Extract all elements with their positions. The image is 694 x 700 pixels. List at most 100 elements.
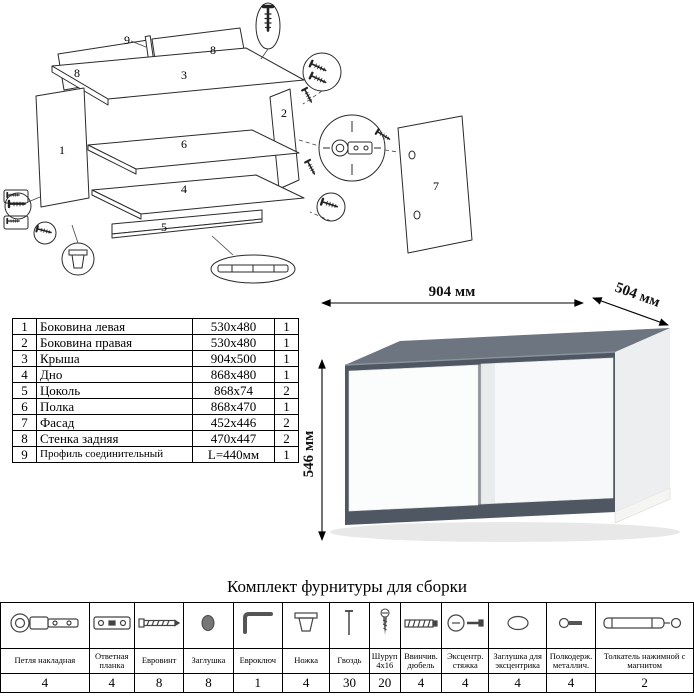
shelf-pin-icon — [545, 602, 597, 649]
hardware-kit-title: Комплект фурнитуры для сборки — [227, 577, 467, 596]
part-size: L=440мм — [192, 446, 275, 463]
part-size: 452x446 — [192, 414, 275, 431]
hw-item-qty: 8 — [183, 673, 234, 693]
label-part-6: 6 — [181, 137, 187, 151]
dimension-arrows — [318, 297, 669, 541]
exploded-view-diagram: 9 8 8 3 2 6 1 4 5 7 — [3, 2, 473, 284]
hinge-hole — [413, 210, 421, 220]
table-row: 3 Крыша 904x500 1 — [12, 350, 299, 367]
label-part-2: 2 — [281, 106, 287, 120]
hw-item-qty: 20 — [368, 673, 401, 693]
nail-icon — [329, 602, 370, 649]
part-name: Профиль соединительный — [36, 446, 193, 463]
profile-detail — [217, 264, 289, 273]
strike-plate-icon — [88, 602, 135, 649]
part-name: Фасад — [36, 414, 193, 431]
part-size: 868x74 — [192, 382, 275, 399]
cabinet-shadow — [330, 522, 680, 542]
part-number: 4 — [12, 366, 37, 383]
screw-dowel-icon — [399, 602, 443, 649]
part-qty: 1 — [274, 334, 299, 351]
hw-item-name: Заглушка — [183, 648, 234, 674]
right-side-panel — [269, 88, 300, 190]
table-row: 9 Профиль соединительный L=440мм 1 — [12, 446, 299, 463]
push-latch-icon — [595, 602, 694, 649]
part-qty: 1 — [274, 446, 299, 463]
table-row: 1 Боковина левая 530x480 1 — [12, 318, 299, 335]
hw-item-name: Полкодерж. металлич. — [545, 648, 597, 674]
hw-item-qty: 8 — [133, 673, 185, 693]
label-part-3: 3 — [181, 68, 187, 82]
part-size: 868x480 — [192, 366, 275, 383]
part-qty: 2 — [274, 430, 299, 447]
part-name: Полка — [36, 398, 193, 415]
part-qty: 1 — [274, 366, 299, 383]
table-row: 7 Фасад 452x446 2 — [12, 414, 299, 431]
leg-icon — [281, 602, 331, 649]
part-qty: 1 — [274, 350, 299, 367]
part-name: Цоколь — [36, 382, 193, 399]
hardware-icons-row — [0, 602, 694, 649]
part-qty: 1 — [274, 318, 299, 335]
width-dimension-label: 904 мм — [429, 284, 476, 300]
part-name: Боковина левая — [36, 318, 193, 335]
hw-item-qty: 4 — [545, 673, 597, 693]
hinge-detail — [323, 121, 381, 175]
screw-icon — [368, 602, 401, 649]
hw-item-name: Толкатель нажимной с магнитом — [595, 648, 694, 674]
hw-item-qty: 4 — [281, 673, 331, 693]
part-number: 9 — [12, 446, 37, 463]
label-part-5: 5 — [161, 220, 167, 234]
hw-item-name: Шуруп 4x16 — [368, 648, 401, 674]
part-labels: 9 8 8 3 2 6 1 4 5 7 — [59, 33, 439, 234]
part-size: 904x500 — [192, 350, 275, 367]
part-size: 530x480 — [192, 334, 275, 351]
part-size: 868x470 — [192, 398, 275, 415]
cap-icon — [183, 602, 234, 649]
hardware-kit-table: Петля накладная Ответная планка Евровинт… — [0, 602, 694, 693]
part-name: Дно — [36, 366, 193, 383]
hw-item-name: Ответная планка — [88, 648, 135, 674]
part-number: 8 — [12, 430, 37, 447]
table-row: 6 Полка 868x470 1 — [12, 398, 299, 415]
part-name: Боковина правая — [36, 334, 193, 351]
parts-table: 1 Боковина левая 530x480 1 2 Боковина пр… — [12, 318, 299, 463]
label-part-4: 4 — [181, 182, 187, 196]
hw-item-name: Ножка — [281, 648, 331, 674]
part-size: 470x447 — [192, 430, 275, 447]
assembled-cabinet-render: 904 мм 504 мм 546 мм — [301, 282, 680, 542]
hardware-qty-row: 4 4 8 8 1 4 30 20 4 4 4 4 2 — [0, 673, 694, 693]
cabinet-right-door — [480, 357, 614, 505]
label-part-1: 1 — [59, 143, 65, 157]
hw-item-name: Заглушка для эксцентрика — [488, 648, 547, 674]
hw-item-qty: 1 — [232, 673, 283, 693]
left-side-panel — [35, 87, 90, 208]
hw-item-qty: 4 — [441, 673, 490, 693]
hw-item-name: Эксцентр. стяжка — [441, 648, 490, 674]
label-part-9: 9 — [124, 33, 130, 47]
cabinet-base-strip — [614, 487, 671, 524]
part-size: 530x480 — [192, 318, 275, 335]
part-qty: 2 — [274, 414, 299, 431]
cabinet-left-door — [348, 364, 479, 512]
hw-item-qty: 4 — [88, 673, 135, 693]
leader-lines — [27, 40, 399, 256]
cam-lock-icon — [441, 602, 490, 649]
label-part-8a: 8 — [74, 66, 80, 80]
part-number: 5 — [12, 382, 37, 399]
hw-item-qty: 4 — [0, 673, 90, 693]
hex-key-icon — [232, 602, 283, 649]
euro-screw-icon — [133, 602, 185, 649]
hw-item-name: Ввинчив. дюбель — [399, 648, 443, 674]
part-number: 2 — [12, 334, 37, 351]
hw-item-name: Евровинт — [133, 648, 185, 674]
label-part-8b: 8 — [210, 43, 216, 57]
depth-arrow — [592, 297, 669, 326]
table-row: 8 Стенка задняя 470x447 2 — [12, 430, 299, 447]
part-number: 1 — [12, 318, 37, 335]
part-number: 7 — [12, 414, 37, 431]
part-number: 3 — [12, 350, 37, 367]
cam-cap-icon — [488, 602, 547, 649]
label-part-7: 7 — [433, 179, 439, 193]
hw-item-qty: 4 — [399, 673, 443, 693]
